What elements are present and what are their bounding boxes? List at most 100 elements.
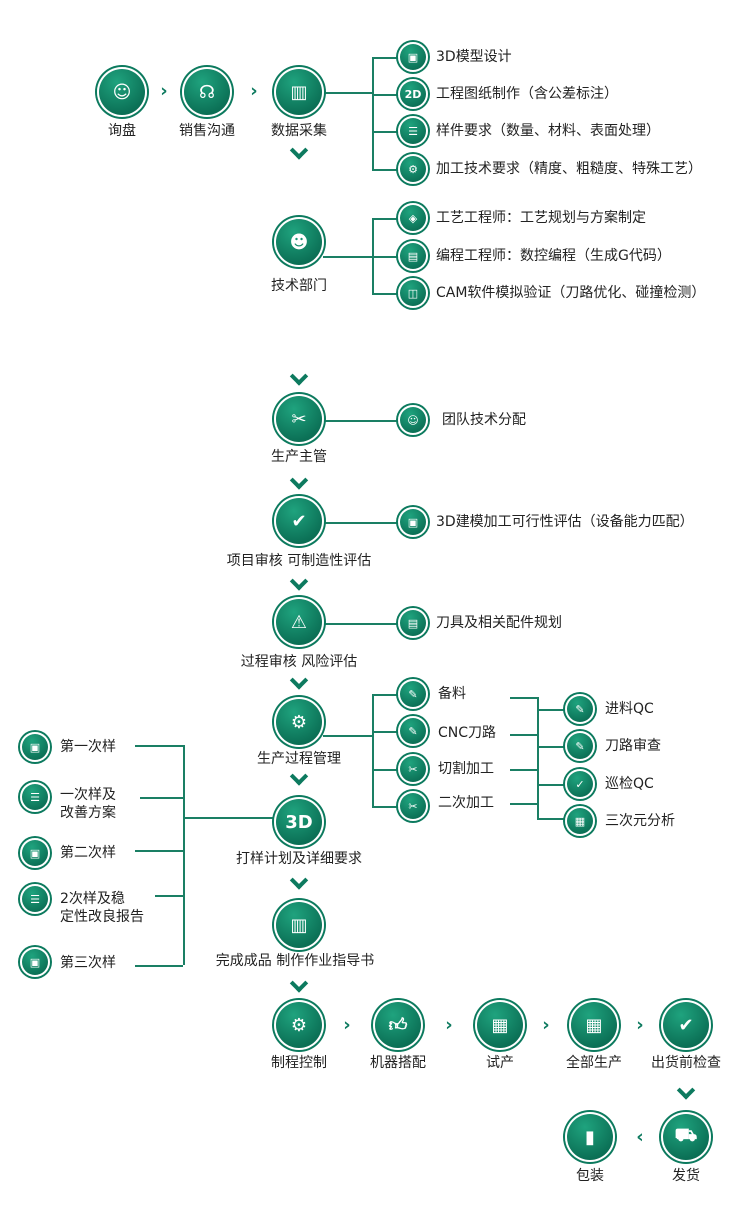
connector: [323, 420, 400, 422]
sample-item: 一次样及 改善方案: [60, 787, 116, 821]
connector: [372, 694, 374, 806]
process-icon: ◈: [398, 203, 428, 233]
connector: [510, 803, 537, 805]
chevron-down-icon: [289, 767, 309, 786]
branch-item: 3D模型设计: [436, 49, 512, 65]
connector: [323, 623, 400, 625]
gears-hand-icon: ⚙: [274, 697, 324, 747]
step-sales: 销售沟通: [179, 123, 235, 139]
chart-icon: ▦: [565, 806, 595, 836]
connector: [372, 218, 400, 220]
tool-kit-icon: ▤: [398, 608, 428, 638]
warning-icon: ⚠: [274, 597, 324, 647]
step-machine: 机器搭配: [370, 1055, 426, 1071]
step-sample-plan: 打样计划及详细要求: [236, 851, 362, 867]
chevron-down-icon: [289, 141, 309, 160]
sample-item: 第二次样: [60, 845, 116, 861]
wrench-icon: ✂: [398, 754, 428, 784]
gear-control-icon: ⚙: [274, 1000, 324, 1050]
step-tech-dept: 技术部门: [271, 278, 327, 294]
branch-item: 二次加工: [438, 795, 494, 811]
connector: [372, 57, 374, 170]
qc-item: 三次元分析: [605, 813, 675, 829]
step-ship: 发货: [672, 1168, 700, 1184]
cube-3d-icon: ▣: [398, 42, 428, 72]
branch-item: 加工技术要求（精度、粗糙度、特殊工艺）: [436, 161, 702, 177]
checklist-icon: ☰: [398, 116, 428, 146]
connector: [537, 784, 565, 786]
arrow-left-icon: ‹: [636, 1126, 644, 1148]
connector: [372, 731, 400, 733]
connector: [155, 895, 183, 897]
chevron-down-icon: [289, 871, 309, 890]
cube-3d-icon: ▣: [20, 947, 50, 977]
boxes-icon: ▦: [475, 1000, 525, 1050]
step-review: 项目审核 可制造性评估: [226, 553, 372, 569]
arrow-right-icon: ›: [445, 1014, 453, 1036]
tools-icon: ✎: [565, 694, 595, 724]
sample-item: 第一次样: [60, 739, 116, 755]
production-icon: ▦: [569, 1000, 619, 1050]
connector: [537, 697, 539, 818]
qc-item: 刀路审查: [605, 738, 661, 754]
step-full-production: 全部生产: [566, 1055, 622, 1071]
arrow-right-icon: ›: [250, 80, 258, 102]
chevron-down-icon: [289, 471, 309, 490]
branch-item: 样件要求（数量、材料、表面处理）: [436, 123, 660, 139]
code-icon: ▤: [398, 241, 428, 271]
2d-icon: 2D: [398, 79, 428, 109]
branch-item: 刀具及相关配件规划: [436, 615, 562, 631]
chevron-down-icon: [676, 1081, 696, 1100]
document-icon: ☰: [20, 782, 50, 812]
step-process: 生产过程管理: [257, 751, 341, 767]
connector: [372, 293, 400, 295]
user-chat-icon: ☺: [97, 67, 147, 117]
connector: [140, 797, 183, 799]
document-icon: ☰: [20, 884, 50, 914]
branch-item: CNC刀路: [438, 725, 497, 741]
arrow-right-icon: ›: [160, 80, 168, 102]
connector: [537, 746, 565, 748]
connector: [183, 745, 185, 965]
book-icon: ▥: [274, 900, 324, 950]
connector: [323, 735, 372, 737]
document-check-icon: ✓: [565, 769, 595, 799]
branch-item: 团队技术分配: [442, 412, 526, 428]
branch-item: CAM软件模拟验证（刀路优化、碰撞检测）: [436, 285, 706, 301]
connector: [323, 256, 372, 258]
connector: [372, 694, 400, 696]
pliers-icon: ✂: [398, 791, 428, 821]
connector: [372, 769, 400, 771]
step-package: 包装: [576, 1168, 604, 1184]
sample-item: 第三次样: [60, 955, 116, 971]
connector: [372, 94, 400, 96]
chevron-down-icon: [289, 367, 309, 386]
connector: [510, 697, 537, 699]
connector: [372, 57, 400, 59]
truck-icon: ⛟: [661, 1112, 711, 1162]
cube-3d-icon: ▣: [20, 732, 50, 762]
connector: [183, 817, 274, 819]
connector: [135, 745, 183, 747]
tools-icon: ✂: [274, 394, 324, 444]
gear-icon: ⚙: [398, 154, 428, 184]
connector: [135, 965, 183, 967]
step-finish: 完成成品 制作作业指导书: [215, 953, 375, 969]
connector: [372, 131, 400, 133]
branch-item: 编程工程师：数控编程（生成G代码）: [436, 248, 671, 264]
headset-icon: ☊: [182, 67, 232, 117]
step-control: 制程控制: [271, 1055, 327, 1071]
qc-item: 进料QC: [605, 701, 654, 717]
step-data-collection: 数据采集: [271, 123, 327, 139]
engineer-icon: ☻: [274, 217, 324, 267]
arrow-right-icon: ›: [343, 1014, 351, 1036]
connector: [135, 850, 183, 852]
step-inquiry: 询盘: [108, 123, 136, 139]
branch-item: 工程图纸制作（含公差标注）: [436, 86, 618, 102]
cutter-icon: ✎: [565, 731, 595, 761]
gear-check-icon: ✔: [274, 496, 324, 546]
qc-item: 巡检QC: [605, 776, 654, 792]
branch-item: 备料: [438, 686, 466, 702]
step-manager: 生产主管: [271, 449, 327, 465]
